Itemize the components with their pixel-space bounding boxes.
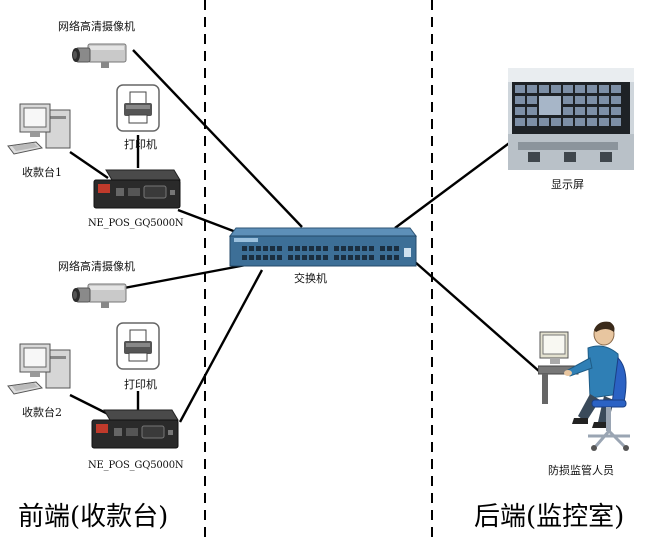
checkout-1-label: 收款台1 — [22, 166, 62, 179]
link-box-top-switch — [177, 208, 237, 234]
printer-icon — [116, 84, 160, 132]
operator-label: 防损监管人员 — [548, 464, 614, 477]
link-box-bottom-switch — [178, 269, 264, 423]
network-switch-icon — [229, 227, 417, 267]
checkout-2-label: 收款台2 — [22, 406, 62, 419]
printer-bottom-label: 打印机 — [124, 378, 157, 391]
operator-icon — [538, 321, 630, 451]
computer-icon — [7, 343, 71, 395]
computer-icon — [7, 103, 71, 155]
display-label: 显示屏 — [551, 178, 584, 191]
camera-icon — [72, 283, 127, 308]
switch-label: 交换机 — [294, 272, 327, 285]
pos-box-icon — [91, 409, 179, 449]
link-switch-display — [394, 137, 517, 229]
link-checkout2-box — [69, 393, 109, 416]
box-bottom-label: NE_POS_GQ5000N — [88, 460, 184, 471]
link-switch-operator — [414, 261, 541, 373]
zone-back-title: 后端(监控室) — [474, 502, 625, 532]
video-wall-icon — [508, 68, 634, 170]
pos-box-icon — [93, 169, 181, 209]
camera-top-label: 网络高清摄像机 — [58, 20, 135, 33]
camera-mid-label: 网络高清摄像机 — [58, 260, 135, 273]
camera-icon — [72, 43, 127, 68]
link-camera-top-switch — [132, 49, 303, 228]
zone-front-title: 前端(收款台) — [18, 502, 169, 532]
printer-top-label: 打印机 — [124, 138, 157, 151]
box-top-label: NE_POS_GQ5000N — [88, 218, 184, 229]
printer-icon — [116, 322, 160, 370]
link-camera-mid-switch — [123, 263, 247, 290]
link-checkout1-box — [69, 151, 109, 179]
